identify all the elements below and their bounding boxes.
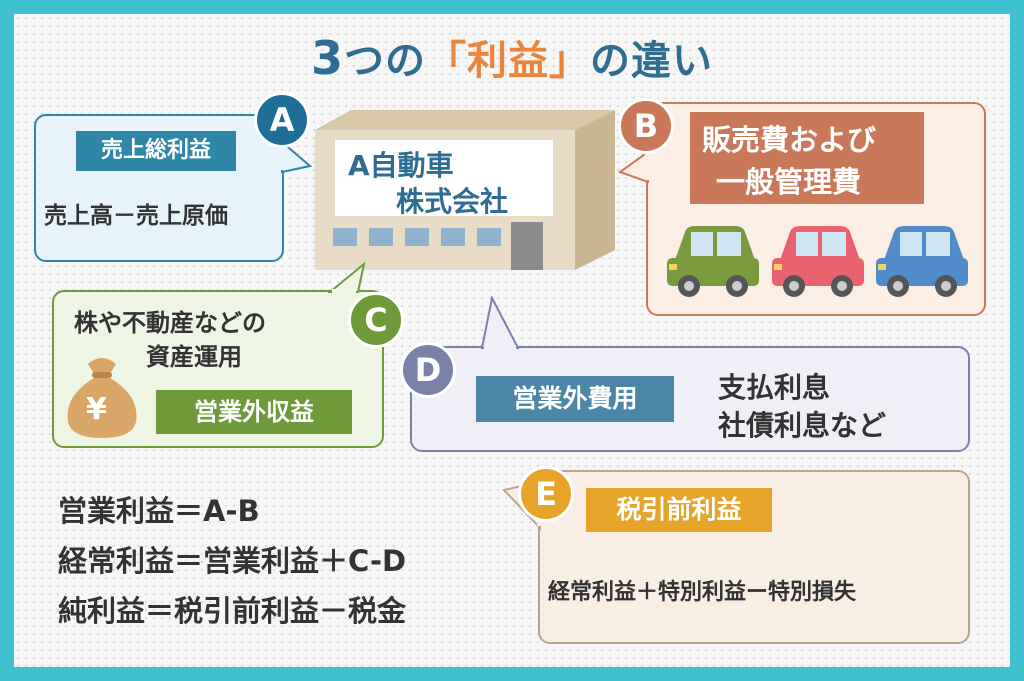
car-green-icon: [667, 226, 759, 297]
car-pink-icon: [772, 226, 864, 297]
c-line2: 資産運用: [146, 343, 242, 371]
yen-symbol: ¥: [86, 392, 107, 427]
formula-ordinary-profit: 経常利益＝営業利益＋C-D: [58, 544, 407, 578]
car-blue-icon: [876, 226, 968, 297]
badge-a: A: [254, 92, 310, 148]
formula-net-profit: 純利益＝税引前利益－税金: [58, 594, 407, 628]
tag-sga: [690, 112, 924, 204]
title-suffix: の違い: [590, 38, 713, 84]
badge-e: E: [518, 466, 574, 522]
building-sign-line1: A自動車: [348, 149, 454, 182]
bubble-c-tail: [328, 262, 366, 293]
d-line2: 社債利息など: [718, 409, 887, 442]
tag-non-operating-income: 営業外収益: [156, 390, 352, 434]
building-sign-line2: 株式会社: [396, 185, 509, 218]
sga-line2: 一般管理費: [716, 165, 862, 199]
bubble-b-tail: [618, 150, 649, 184]
tag-gross-profit: 売上総利益: [76, 131, 236, 171]
tag-non-operating-expense: 営業外費用: [476, 376, 674, 422]
title-highlight: 「利益」: [426, 38, 590, 84]
formula-a: 売上高－売上原価: [44, 203, 228, 229]
c-line1: 株や不動産などの: [74, 309, 266, 337]
formula-operating-profit: 営業利益＝A-B: [58, 494, 260, 528]
title-mid: つの: [344, 38, 426, 84]
bubble-a-tail: [281, 140, 312, 174]
title-number: 3: [310, 31, 344, 85]
bubble-d-tail: [480, 296, 520, 349]
badge-b: B: [618, 98, 674, 154]
d-line1: 支払利息: [718, 371, 831, 404]
formula-e: 経常利益＋特別利益ー特別損失: [548, 580, 857, 605]
sga-line1: 販売費および: [702, 123, 877, 157]
tag-pretax-profit: 税引前利益: [586, 488, 772, 532]
building-illustration: [315, 110, 615, 270]
money-bag-icon: [67, 358, 137, 438]
badge-d: D: [400, 342, 456, 398]
badge-c: C: [348, 292, 404, 348]
page-title: 3つの「利益」の違い: [0, 28, 1024, 86]
